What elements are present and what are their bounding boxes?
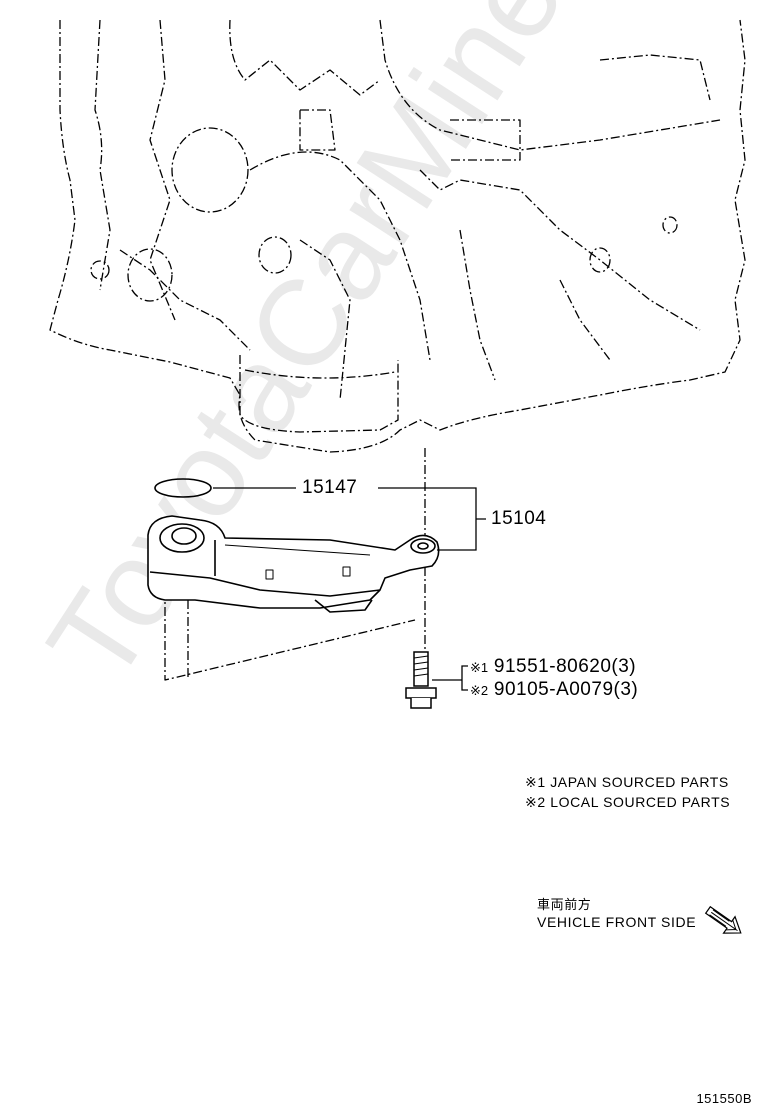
oil-strainer-shape (147, 515, 440, 613)
note-japan-sourced: ※1 JAPAN SOURCED PARTS (525, 774, 729, 790)
callout-oil-strainer: 15104 (491, 508, 547, 529)
bolt-part-number-local: 90105-A0079(3) (493, 679, 639, 700)
leader-bolt (432, 665, 468, 691)
strainer-projection-outline (164, 590, 416, 681)
vehicle-front-label-en: VEHICLE FRONT SIDE (537, 914, 697, 930)
engine-block-outline (49, 19, 746, 453)
callout-o-ring: 15147 (302, 477, 358, 498)
note-local-sourced: ※2 LOCAL SOURCED PARTS (525, 794, 731, 810)
leader-15104-bracket (378, 487, 486, 551)
local-mark: ※2 (470, 683, 489, 698)
bolt-shape (405, 651, 437, 709)
o-ring-shape (154, 478, 212, 498)
callout-bolt-japan: ※1 91551-80620(3) (470, 656, 636, 678)
japan-mark: ※1 (470, 660, 489, 675)
vehicle-front-arrow-icon (704, 905, 742, 934)
callout-bolt-local: ※2 90105-A0079(3) (470, 679, 638, 701)
engine-boss-outline (90, 54, 711, 433)
figure-reference: 151550B (696, 1091, 752, 1106)
vehicle-front-label-ja: 車両前方 (537, 898, 592, 913)
bolt-part-number-japan: 91551-80620(3) (493, 656, 637, 677)
